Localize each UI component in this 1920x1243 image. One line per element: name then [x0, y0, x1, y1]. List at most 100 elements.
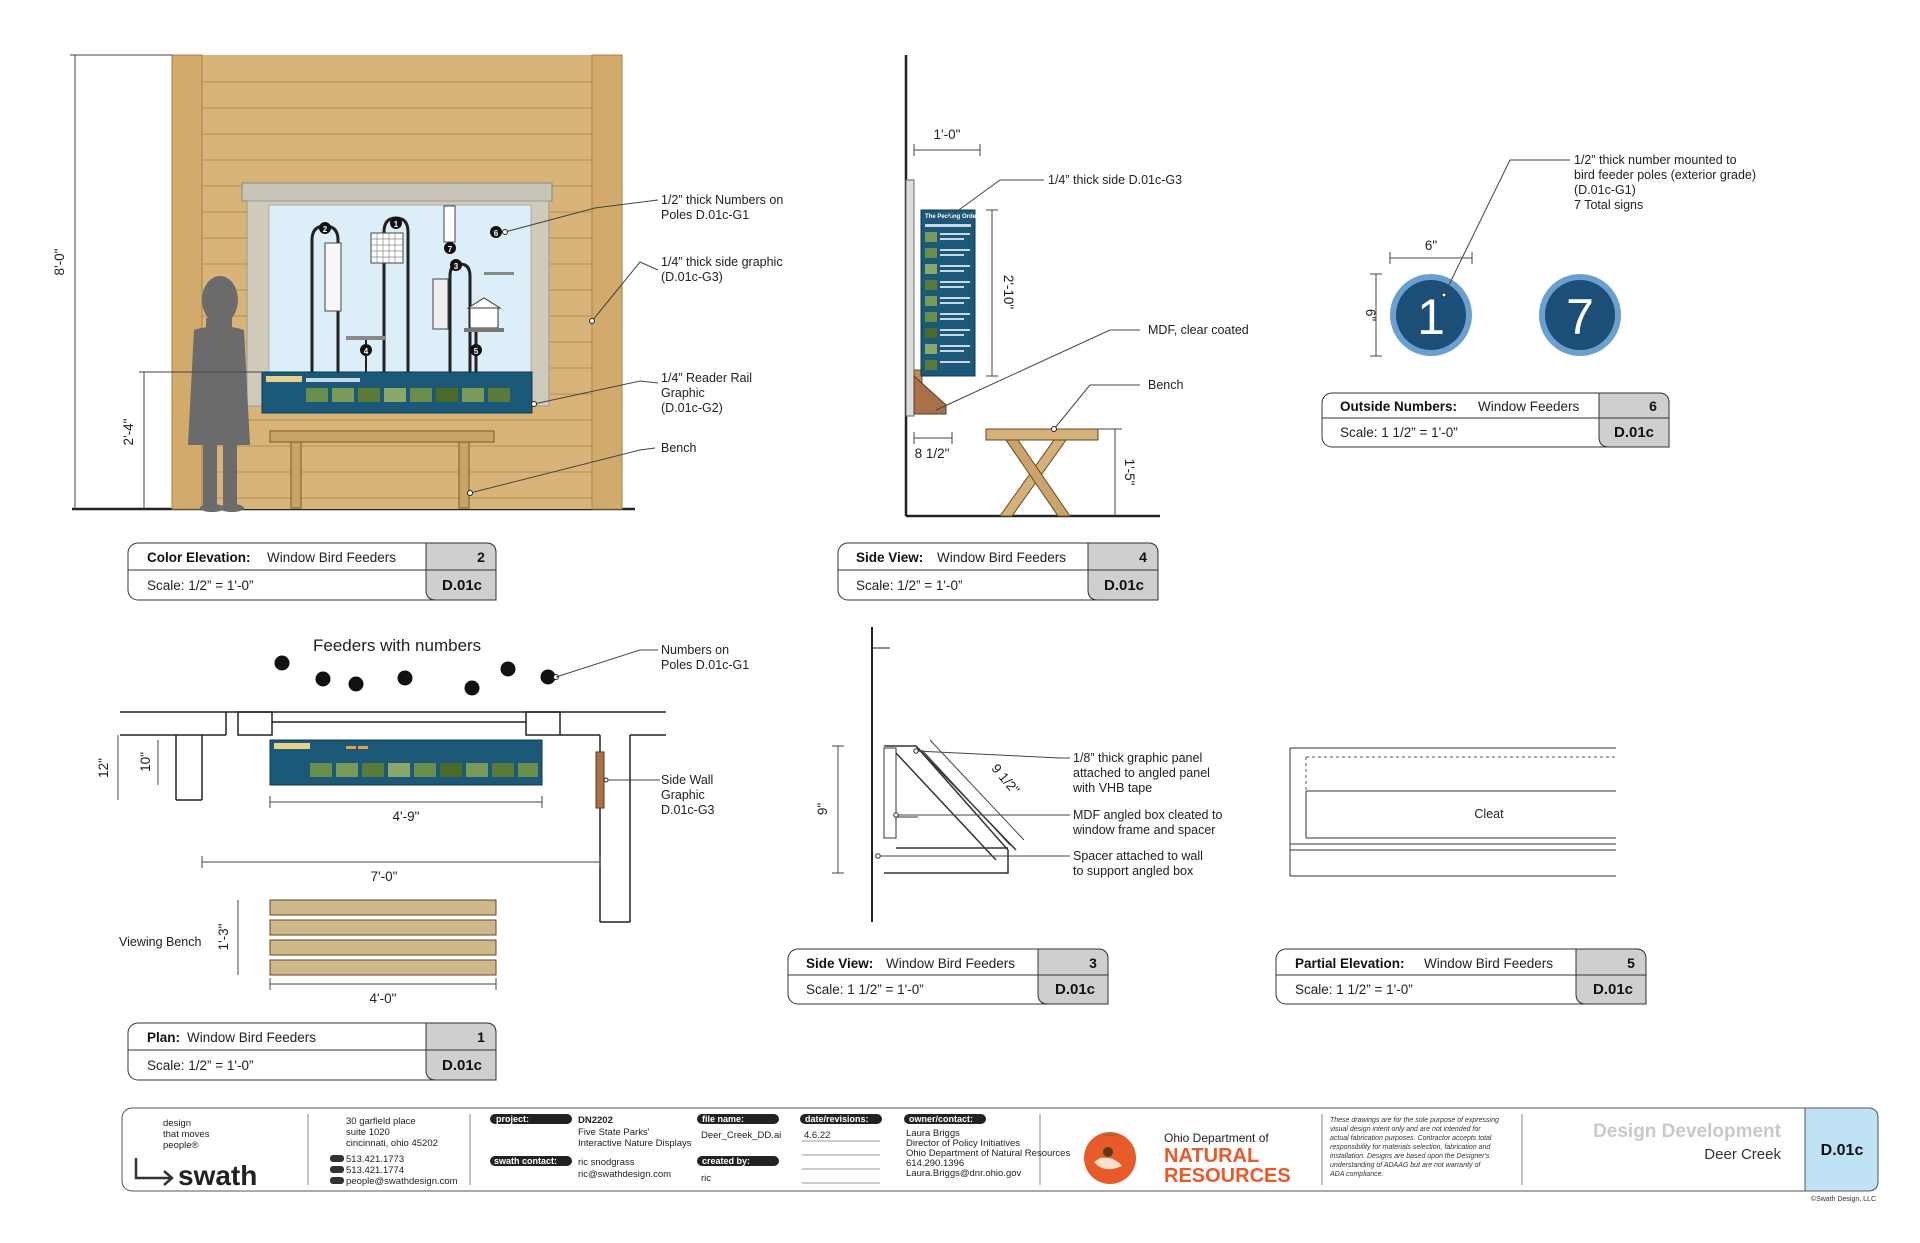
svg-text:Side View:: Side View:	[856, 550, 923, 565]
side-view-drawing-4: The Pecking Order 1'-0" 2'-10" 8 1/2" 1'…	[904, 55, 1249, 518]
svg-text:8'-0": 8'-0"	[52, 248, 67, 275]
outside-numbers-drawing: 1 7 6" 6" 1/2” thick number mounted to b…	[1363, 153, 1756, 357]
svg-text:swath contact:: swath contact:	[494, 1156, 557, 1166]
svg-text:Graphic: Graphic	[661, 386, 705, 400]
title-block-color-elevation: Color Elevation: Window Bird Feeders 2 S…	[127, 542, 497, 601]
svg-text:Five State Parks': Five State Parks'	[578, 1127, 650, 1138]
svg-text:10": 10"	[138, 752, 153, 772]
svg-text:window frame and spacer: window frame and spacer	[1072, 823, 1215, 837]
svg-text:to support angled box: to support angled box	[1073, 864, 1194, 878]
svg-text:6: 6	[1649, 398, 1657, 414]
svg-text:D.01c: D.01c	[1055, 981, 1095, 998]
svg-text:4'-9": 4'-9"	[393, 809, 420, 824]
svg-text:MDF, clear coated: MDF, clear coated	[1148, 323, 1249, 337]
svg-text:3: 3	[454, 262, 459, 271]
svg-text:1/4” thick side D.01c-G3: 1/4” thick side D.01c-G3	[1048, 173, 1182, 187]
svg-text:Numbers on: Numbers on	[661, 643, 729, 657]
svg-text:Director of Policy Initiatives: Director of Policy Initiatives	[906, 1138, 1020, 1149]
svg-text:7'-0": 7'-0"	[371, 869, 398, 884]
svg-text:Laura.Briggs@dnr.ohio.gov: Laura.Briggs@dnr.ohio.gov	[906, 1168, 1022, 1179]
swath-arrow-icon	[134, 1158, 174, 1186]
svg-text:Poles D.01c-G1: Poles D.01c-G1	[661, 658, 749, 672]
svg-text:Side View:: Side View:	[806, 956, 873, 971]
svg-text:4: 4	[364, 347, 369, 356]
side-graphic-panel: The Pecking Order	[920, 209, 979, 377]
svg-text:owner/contact:: owner/contact:	[909, 1114, 973, 1124]
svg-text:Deer_Creek_DD.ai: Deer_Creek_DD.ai	[701, 1130, 781, 1141]
svg-text:installation. Designs are base: installation. Designs are based upon the…	[1330, 1153, 1490, 1160]
svg-text:3: 3	[1089, 955, 1097, 971]
svg-text:swath: swath	[178, 1160, 257, 1191]
title-block-outside-numbers: Outside Numbers: Window Feeders 6 Scale:…	[1321, 392, 1670, 448]
svg-text:1'-5": 1'-5"	[1122, 459, 1137, 486]
svg-text:file name:: file name:	[702, 1114, 744, 1124]
svg-text:2: 2	[477, 549, 485, 565]
svg-text:614.290.1396: 614.290.1396	[906, 1158, 964, 1169]
svg-text:D.01c: D.01c	[442, 1057, 482, 1074]
svg-text:Scale: 1/2” = 1'-0”: Scale: 1/2” = 1'-0”	[147, 1058, 254, 1073]
svg-text:4'-0": 4'-0"	[370, 991, 397, 1006]
svg-text:1: 1	[394, 220, 399, 229]
svg-text:Ohio Department of Natural Res: Ohio Department of Natural Resources	[906, 1148, 1070, 1159]
svg-text:visual design intent only and: visual design intent only and are not in…	[1330, 1126, 1481, 1133]
svg-text:©Swath Design, LLC: ©Swath Design, LLC	[1811, 1195, 1876, 1203]
svg-text:bird feeder poles (exterior gr: bird feeder poles (exterior grade)	[1574, 168, 1756, 182]
svg-text:These drawings are for the sol: These drawings are for the sole purpose …	[1330, 1117, 1499, 1124]
svg-text:1'-0": 1'-0"	[934, 127, 961, 142]
svg-text:Window Bird Feeders: Window Bird Feeders	[187, 1030, 316, 1045]
svg-text:Interactive Nature Displays: Interactive Nature Displays	[578, 1138, 692, 1149]
svg-text:9": 9"	[815, 803, 830, 816]
svg-text:Window Bird Feeders: Window Bird Feeders	[267, 550, 396, 565]
svg-text:Scale: 1 1/2” = 1'-0”: Scale: 1 1/2” = 1'-0”	[1340, 425, 1458, 440]
svg-text:(D.01c-G1): (D.01c-G1)	[1574, 183, 1636, 197]
svg-text:Bench: Bench	[1148, 378, 1183, 392]
svg-text:Spacer attached to wall: Spacer attached to wall	[1073, 849, 1203, 863]
svg-text:1/2” thick number mounted to: 1/2” thick number mounted to	[1574, 153, 1737, 167]
svg-text:2'-10": 2'-10"	[1001, 275, 1016, 310]
svg-text:2'-4": 2'-4"	[121, 418, 136, 445]
svg-text:513.421.1774: 513.421.1774	[346, 1165, 404, 1176]
svg-text:project:: project:	[496, 1114, 529, 1124]
svg-text:ADA compliance.: ADA compliance.	[1329, 1171, 1383, 1178]
svg-text:8 1/2": 8 1/2"	[915, 446, 950, 461]
feeder-position-markers	[274, 655, 556, 696]
svg-text:5: 5	[1627, 955, 1635, 971]
odnr-logo	[1084, 1132, 1136, 1184]
svg-text:12": 12"	[96, 758, 111, 778]
svg-text:Partial Elevation:: Partial Elevation:	[1295, 956, 1405, 971]
svg-text:Scale: 1/2” = 1'-0”: Scale: 1/2” = 1'-0”	[856, 578, 963, 593]
svg-text:Side Wall: Side Wall	[661, 773, 713, 787]
svg-text:1'-3": 1'-3"	[216, 923, 231, 950]
title-block-partial-elevation: Partial Elevation: Window Bird Feeders 5…	[1275, 948, 1647, 1005]
svg-text:7: 7	[1566, 289, 1594, 345]
pole-number-markers: 2 1 7 6 3 4 5	[319, 217, 502, 356]
svg-text:1: 1	[477, 1029, 485, 1045]
svg-text:Deer Creek: Deer Creek	[1704, 1146, 1781, 1163]
svg-text:attached to angled panel: attached to angled panel	[1073, 766, 1210, 780]
title-block-side-view-3: Side View: Window Bird Feeders 3 Scale: …	[787, 948, 1109, 1005]
svg-text:2: 2	[323, 225, 328, 234]
svg-text:1/4” thick side graphic: 1/4” thick side graphic	[661, 255, 783, 269]
svg-text:design: design	[163, 1118, 191, 1129]
side-view-drawing-3: 9 1/2" 9" 1/8” thick graphic panel attac…	[815, 627, 1222, 922]
svg-text:Plan:: Plan:	[147, 1030, 180, 1045]
svg-text:D.01c: D.01c	[1821, 1142, 1864, 1159]
svg-text:6": 6"	[1363, 309, 1378, 322]
svg-text:Window Bird Feeders: Window Bird Feeders	[886, 956, 1015, 971]
svg-text:that moves: that moves	[163, 1129, 210, 1140]
partial-elevation-drawing: Cleat	[1289, 747, 1616, 877]
svg-text:people®: people®	[163, 1140, 199, 1151]
svg-text:people@swathdesign.com: people@swathdesign.com	[346, 1176, 458, 1187]
svg-text:D.01c: D.01c	[442, 577, 482, 594]
sheet-footer: design that moves people® swath 30 garfi…	[121, 1107, 1879, 1203]
svg-text:4: 4	[1139, 549, 1147, 565]
svg-text:Cleat: Cleat	[1474, 807, 1504, 821]
svg-text:ric@swathdesign.com: ric@swathdesign.com	[578, 1169, 671, 1180]
svg-text:513.421.1773: 513.421.1773	[346, 1154, 404, 1165]
svg-text:Bench: Bench	[661, 441, 696, 455]
svg-text:1/4” Reader Rail: 1/4” Reader Rail	[661, 371, 752, 385]
svg-text:cincinnati, ohio 45202: cincinnati, ohio 45202	[346, 1138, 438, 1149]
svg-text:ric: ric	[701, 1173, 711, 1184]
svg-text:Window Feeders: Window Feeders	[1478, 399, 1580, 414]
